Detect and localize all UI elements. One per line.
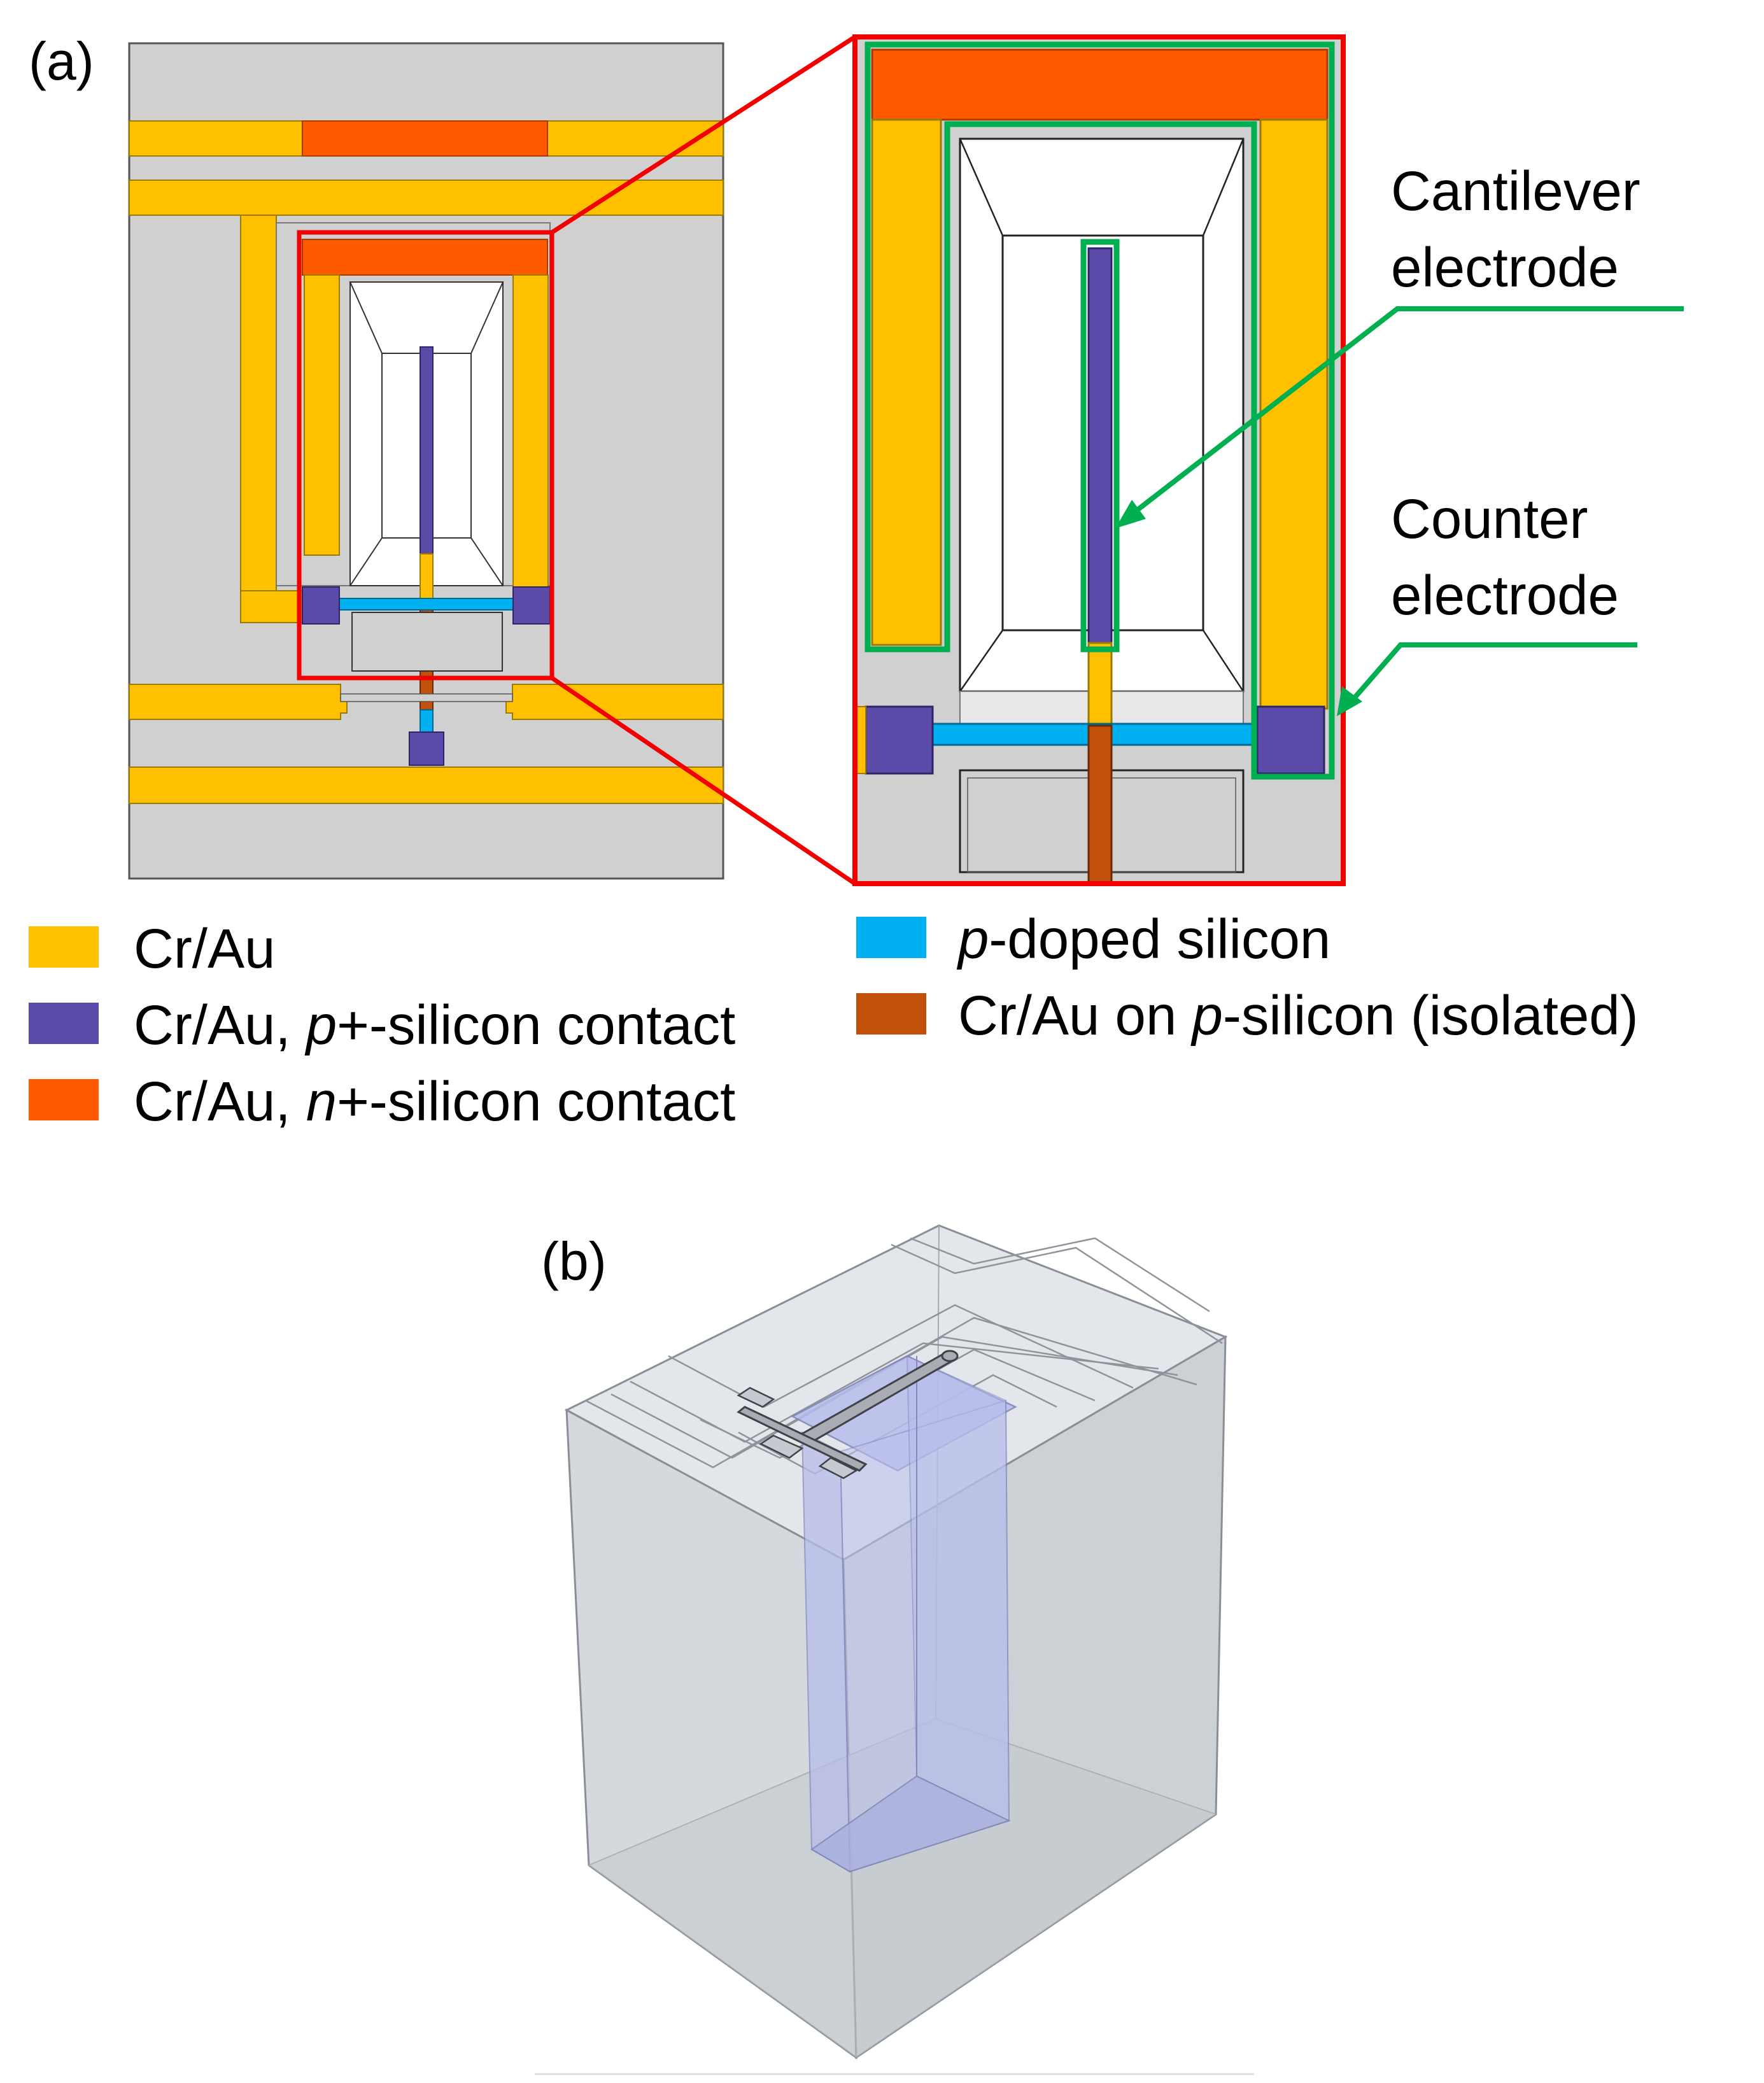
base-p-doped-stem <box>420 709 434 735</box>
panel-b: (b) <box>535 1224 1254 2075</box>
pit-bottom <box>810 1775 1011 1873</box>
zoom-pit-bevel-tl <box>959 138 1004 236</box>
bottom-crau-line <box>129 766 724 804</box>
base-pad-3d <box>759 1434 804 1459</box>
panel-a: (a) <box>29 31 1684 1133</box>
callout-cantilever-arrowhead <box>1115 500 1146 528</box>
zoom-region-box <box>297 230 554 681</box>
legend-swatch-p-contact <box>29 1003 99 1044</box>
contact-pad-right-3d <box>818 1457 858 1479</box>
zoom-left-gold-sliver <box>856 706 866 774</box>
callout-counter-arrowhead <box>1337 686 1362 716</box>
legend-swatch-isolated <box>856 993 926 1034</box>
callout-counter-line1: Counter <box>1391 488 1588 550</box>
legend-label-p-doped: p-doped silicon <box>956 908 1330 970</box>
contact-pad-left-3d <box>737 1387 775 1408</box>
cantilever-electrode <box>420 346 434 554</box>
legend-label-crau: Cr/Au <box>134 918 275 980</box>
zoom-cantilever-isolated-segment <box>1087 724 1113 885</box>
callout-cantilever-line2: electrode <box>1391 237 1619 299</box>
panel-a-label: (a) <box>29 31 94 91</box>
legend-label-isolated: Cr/Au on p-silicon (isolated) <box>958 985 1639 1047</box>
svg-text:Cantilever electrode: Cantilever electrode <box>1391 160 1656 299</box>
lower-crau-line-left <box>129 684 348 720</box>
zoom-p-contact-left <box>864 705 934 775</box>
substrate-block-3d <box>564 1224 1228 2059</box>
zoom-connector-top <box>551 35 856 234</box>
cantilever-electrode-outline <box>1080 239 1120 653</box>
legend-label-n-contact: Cr/Au, n+-silicon contact <box>134 1071 735 1133</box>
svg-text:Counter electrode: Counter electrode <box>1391 488 1619 626</box>
callout-cantilever-leader <box>1128 306 1684 518</box>
counter-n-contact-bar <box>302 239 548 276</box>
cantilever-tip-3d <box>941 1350 959 1362</box>
pit-bevel-line-br <box>470 537 504 586</box>
counter-right-leg <box>512 274 549 594</box>
base-p-contact <box>409 731 444 766</box>
legend: Cr/Au Cr/Au, p+-silicon contact Cr/Au, n… <box>29 908 1639 1133</box>
chip-overview <box>128 42 724 880</box>
callout-cantilever: Cantilever electrode <box>1115 160 1684 528</box>
zoom-connector-bottom <box>551 676 856 886</box>
panel-b-label: (b) <box>541 1231 607 1291</box>
chip-zoom <box>852 34 1346 886</box>
zoom-pit-bevel-br <box>1202 630 1245 692</box>
zoom-pit-bevel-tr <box>1202 138 1245 236</box>
zoom-frame <box>852 34 1346 886</box>
feed-line-bottom <box>240 590 306 623</box>
p-contact-right <box>512 586 551 625</box>
zoom-cantilever-gold-segment <box>1087 642 1113 727</box>
legend-swatch-crau <box>29 926 99 968</box>
zoom-counter-left-leg <box>871 118 942 646</box>
second-crau-line <box>129 180 724 216</box>
callout-counter-line2: electrode <box>1391 565 1619 626</box>
zoom-n-contact-bar <box>871 48 1329 121</box>
legend-swatch-p-doped <box>856 917 926 958</box>
lower-crau-line-right <box>505 684 724 720</box>
callout-counter-leader <box>1347 642 1637 705</box>
lower-pit <box>351 612 503 672</box>
legend-swatch-n-contact <box>29 1079 99 1120</box>
top-n-contact <box>302 120 548 157</box>
feed-line-vertical <box>240 215 277 623</box>
block-bottom-shade <box>589 1719 1216 2058</box>
p-doped-crossbar <box>334 598 519 611</box>
cantilever-gold-segment <box>420 553 434 605</box>
lower-gap-strip <box>340 693 513 702</box>
callout-cantilever-line1: Cantilever <box>1391 160 1641 222</box>
counter-left-leg <box>304 274 340 556</box>
pit-right-wall <box>906 1355 1010 1822</box>
zoom-cantilever-electrode <box>1087 247 1113 644</box>
p-contact-left <box>302 586 340 625</box>
pit-bevel-line-bl <box>349 537 383 586</box>
zoom-p-contact-right <box>1256 705 1325 775</box>
legend-label-p-contact: Cr/Au, p+-silicon contact <box>134 994 735 1056</box>
crossbar-3d <box>737 1406 868 1472</box>
zoom-counter-right-leg <box>1259 118 1329 710</box>
zoom-pit-bevel-bl <box>959 630 1004 692</box>
counter-electrode-outline <box>864 41 1335 780</box>
callout-counter: Counter electrode <box>1337 488 1637 716</box>
